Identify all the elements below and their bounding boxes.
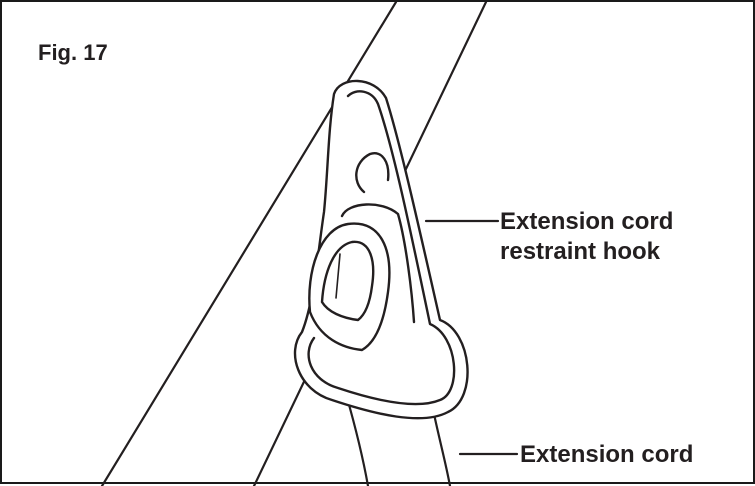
d-ring-outer	[308, 222, 391, 352]
d-ring-opening	[320, 240, 375, 322]
d-ring-shadow-line	[335, 253, 341, 299]
restraint-hook-callout: Extension cord restraint hook	[500, 207, 673, 267]
leader-lines	[424, 219, 519, 456]
hook-inner-edge	[307, 90, 456, 406]
hook-slot	[340, 203, 416, 324]
extension-cord-callout: Extension cord	[520, 441, 694, 468]
restraint-hook-callout-line2: restraint hook	[500, 238, 661, 265]
restraint-hook-callout-line1: Extension cord	[500, 208, 674, 235]
hook-boss	[355, 152, 390, 194]
figure-label: Fig. 17	[38, 40, 108, 65]
cord-edge-right	[432, 412, 452, 486]
d-ring	[308, 222, 391, 352]
